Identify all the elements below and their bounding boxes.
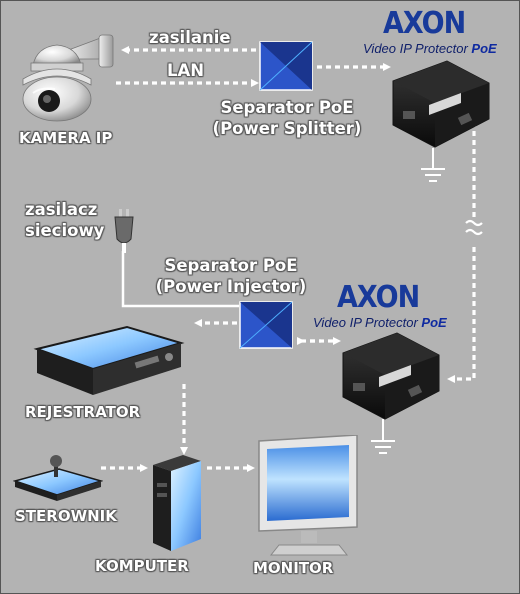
brand-product-suffix: PoE <box>421 315 447 330</box>
ground-icon <box>421 148 445 182</box>
splitter-label-line1: Separator PoE <box>220 98 354 117</box>
ptz-camera-icon <box>22 34 114 122</box>
power-adapter-icon <box>114 209 134 253</box>
monitor-label: MONITOR <box>253 559 334 577</box>
splitter-label: Separator PoE (Power Splitter) <box>197 97 377 139</box>
power-cable-adapter-injector <box>121 251 239 308</box>
joystick-controller-icon <box>13 455 103 501</box>
brand-product: Video IP Protector PoE <box>363 41 497 56</box>
ground-icon <box>371 419 395 454</box>
brand-product-name: Video IP Protector <box>313 315 418 330</box>
poe-protector-icon <box>342 332 440 420</box>
dvr-recorder-icon <box>33 325 185 395</box>
injector-label-line1: Separator PoE <box>164 256 298 275</box>
splitter-label-line2: (Power Splitter) <box>212 119 362 138</box>
adapter-label: zasilacz sieciowy <box>25 199 104 241</box>
brand-product-suffix: PoE <box>471 41 497 56</box>
computer-label: KOMPUTER <box>95 557 189 575</box>
poe-splitter-icon <box>259 41 313 91</box>
adapter-label-line2: sieciowy <box>25 221 105 240</box>
camera-label: KAMERA IP <box>19 129 113 147</box>
controller-label: STEROWNIK <box>15 507 117 525</box>
monitor-icon <box>258 435 358 556</box>
brand-logo: AXON <box>383 6 466 41</box>
brand-product: Video IP Protector PoE <box>313 315 447 330</box>
pc-tower-icon <box>153 455 201 551</box>
recorder-label: REJESTRATOR <box>25 403 141 421</box>
injector-label-line2: (Power Injector) <box>155 277 307 296</box>
lan-label: LAN <box>167 61 205 80</box>
power-label: zasilanie <box>149 28 231 47</box>
brand-product-name: Video IP Protector <box>363 41 468 56</box>
injector-label: Separator PoE (Power Injector) <box>141 255 321 297</box>
adapter-label-line1: zasilacz <box>25 200 98 219</box>
lan-line-protector-bottom <box>447 247 476 383</box>
poe-injector-icon <box>239 301 293 349</box>
cable-break-icon <box>465 219 483 236</box>
poe-protector-icon <box>392 60 490 148</box>
brand-logo: AXON <box>337 280 420 315</box>
